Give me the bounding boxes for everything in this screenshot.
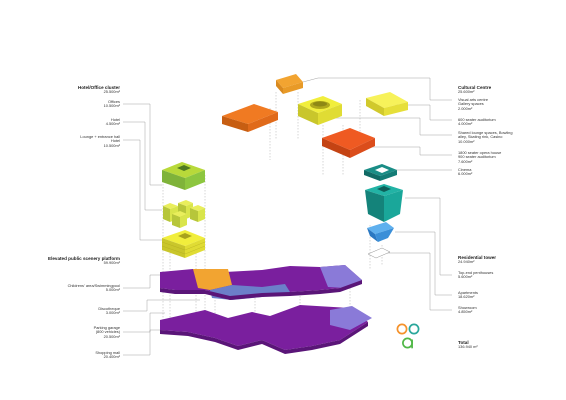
auditorium-600-block (366, 92, 408, 116)
offices-block (162, 162, 205, 190)
visual-arts-area: 2.000m² (458, 105, 473, 111)
gallery-name: Gallery spaces (458, 101, 484, 107)
parking-area: 20.500m² (103, 333, 120, 339)
shopping-label: Shopping mall 20.400m² (20, 350, 120, 360)
parking-name: Parking garage (93, 325, 120, 330)
offices-name: Offices (107, 99, 120, 104)
opera-area: 7.600m² (458, 158, 473, 164)
residential-label: Residential tower 24.940m² (458, 255, 496, 265)
penthouses-label: Top-end penthouses 5.600m² (458, 270, 494, 280)
offices-area: 10.500m² (103, 103, 120, 109)
childrens-name: Childrens' area/Swimmingpool (67, 283, 120, 288)
cinema-area: 6.000m² (458, 171, 473, 177)
platform-slab (160, 265, 362, 300)
disco-label: Discotheque 3.000m² (20, 306, 120, 316)
lounge-sub: Hotel (110, 138, 120, 144)
visual-arts-name: Visual arts centre (458, 97, 488, 102)
apartments-name: Apartments (458, 290, 478, 295)
opera-house-block (222, 104, 278, 132)
parking-sub: (800 vehicles) (95, 329, 120, 335)
opera-line-1: 1800 seater opera house (458, 150, 502, 155)
childrens-label: Childrens' area/Swimmingpool 5.000m² (20, 283, 120, 293)
offices-label: Offices 10.500m² (20, 99, 120, 109)
shared-lounge-block (298, 96, 342, 125)
showroom-area: 4.850m² (458, 309, 473, 315)
penthouses-name: Top-end penthouses (458, 270, 494, 275)
cultural-label: Cultural Centre 25.600m² (458, 85, 491, 95)
disco-area: 3.000m² (105, 310, 120, 316)
platform-header: Elevated public scenery platform (48, 256, 120, 261)
cultural-header: Cultural Centre (458, 85, 492, 90)
cinema-name: Cinema (458, 167, 472, 172)
hotel-area: 4.500m² (105, 121, 120, 127)
showroom-block (367, 222, 394, 242)
total-header: Total (458, 340, 469, 345)
shared-area: 10.000m² (458, 138, 475, 144)
cinema-label: Cinema 6.000m² (458, 167, 473, 177)
platform-label: Elevated public scenery platform 59.900m… (20, 256, 120, 266)
apartments-label: Apartments 18.620m² (458, 290, 478, 300)
cultural-total: 25.600m² (458, 89, 475, 95)
residential-header: Residential tower (458, 255, 497, 260)
opera-label: 1800 seater opera house 900 seater audit… (458, 150, 502, 164)
lounge-label: Lounge + entrance hall Hotel 10.500m² (20, 134, 120, 148)
hotel-office-label: Hotel/Office cluster 25.500m² (20, 85, 120, 95)
oaa-logo-icon (396, 323, 420, 349)
shared-line-2: alley, Skating rink, Casino (458, 134, 503, 140)
apartments-block (365, 184, 403, 222)
total-label: Total 136.940 m² (458, 340, 478, 350)
cinema-block (322, 128, 375, 158)
apartments-area: 18.620m² (458, 294, 475, 300)
auditorium-label: 600 seater auditorium 4.000m² (458, 117, 496, 127)
leader-lines-left (123, 103, 200, 356)
showroom-name: Showroom (458, 305, 477, 310)
childrens-area: 5.000m² (105, 287, 120, 293)
leader-lines-right (302, 77, 452, 311)
shopping-mall-slab (160, 305, 372, 354)
shared-lounge-label: Shared lounge spaces, Bowling alley, Ska… (458, 130, 513, 144)
visual-arts-label: Visual arts centre Gallery spaces 2.000m… (458, 97, 488, 111)
showroom-label: Showroom 4.850m² (458, 305, 477, 315)
auditorium-area: 4.000m² (458, 121, 473, 127)
lounge-block (161, 230, 206, 258)
residential-lobby-outline (367, 247, 391, 259)
parking-label: Parking garage (800 vehicles) 20.500m² (20, 325, 120, 339)
auditorium-name: 600 seater auditorium (458, 117, 496, 122)
residential-total: 24.940m² (458, 259, 475, 265)
hotel-block (163, 200, 205, 228)
total-value: 136.940 m² (458, 344, 478, 350)
disco-name: Discotheque (98, 306, 120, 311)
platform-total: 59.900m² (103, 260, 120, 266)
lounge-name: Lounge + entrance hall (80, 134, 120, 139)
shopping-name: Shopping mall (95, 350, 120, 355)
shopping-area: 20.400m² (103, 354, 120, 360)
penthouses-block (364, 164, 397, 181)
hotel-office-header: Hotel/Office cluster (77, 85, 120, 90)
lounge-area: 10.500m² (103, 142, 120, 148)
visual-arts-block (276, 74, 303, 94)
hotel-label: Hotel 4.500m² (20, 117, 120, 127)
shared-line-1: Shared lounge spaces, Bowling (458, 130, 513, 135)
penthouses-area: 5.600m² (458, 274, 473, 280)
hotel-name: Hotel (110, 117, 120, 122)
opera-line-2: 900 seater auditorium (458, 154, 496, 160)
hotel-office-total: 25.500m² (103, 89, 120, 95)
